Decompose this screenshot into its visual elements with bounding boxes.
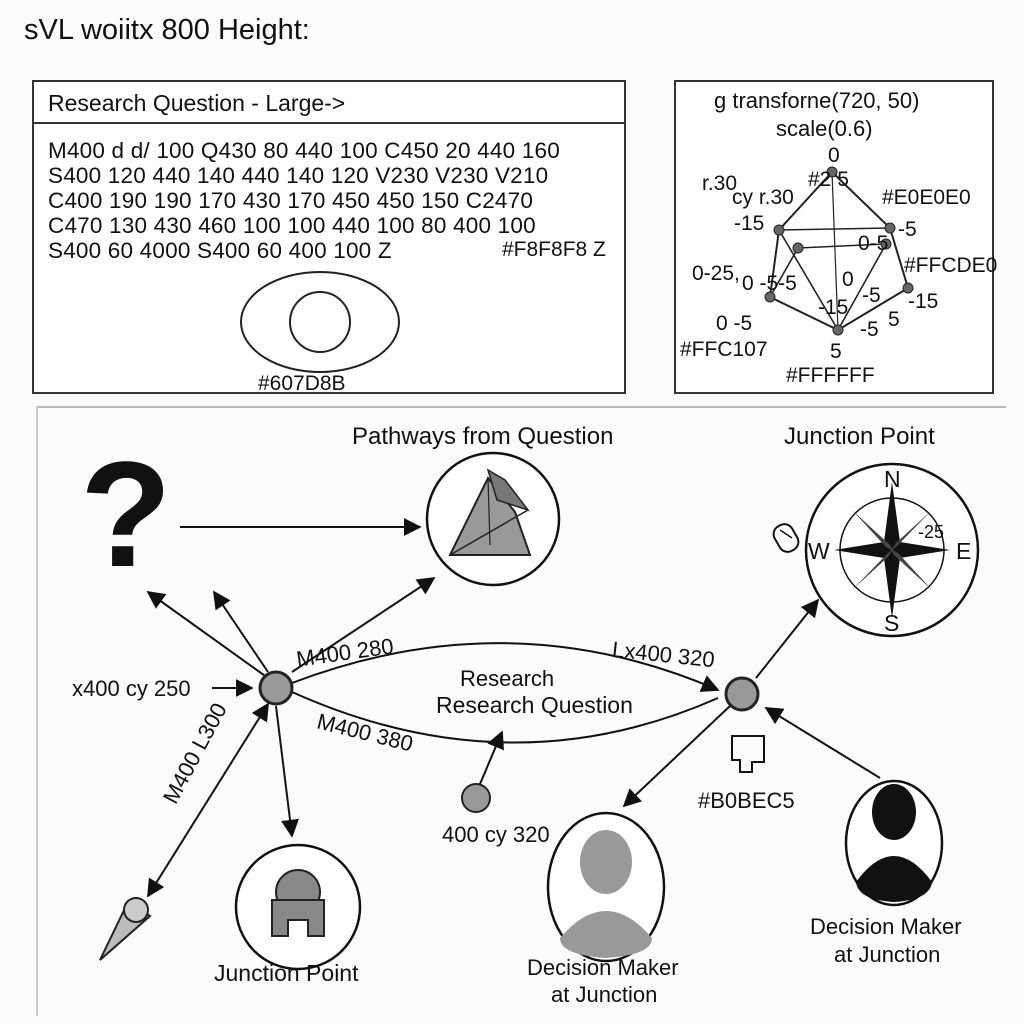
rp-ffffff: #FFFFFF	[786, 364, 875, 387]
lower-divider	[36, 406, 1006, 408]
compass-icon	[804, 462, 980, 638]
path-line-3: C400 190 190 170 430 170 450 450 150 C24…	[48, 188, 534, 213]
decision-right-line2: at Junction	[834, 942, 941, 967]
path-line-5: S400 60 4000 S400 60 400 100 Z	[48, 238, 392, 263]
eye-shape	[240, 271, 400, 373]
page-title: sVL woiitx 800 Height:	[24, 14, 310, 46]
rp-m15b: -15	[818, 296, 849, 319]
panel-header: Research Question - Large->	[34, 82, 624, 124]
person-left-icon	[546, 811, 666, 963]
question-mark-glyph: ?	[80, 430, 172, 598]
color-code-label: #B0BEC5	[698, 788, 795, 813]
polygon-icon	[425, 451, 561, 587]
pathways-title: Pathways from Question	[352, 423, 614, 450]
question-mark-icon: ?	[80, 430, 172, 598]
fill-label: #F8F8F8 Z	[502, 238, 606, 261]
junction-bottom-label: Junction Point	[214, 960, 359, 986]
path-line-4: C470 130 430 460 100 100 440 100 80 400 …	[48, 213, 536, 238]
compass-s: S	[884, 610, 900, 636]
rp-ffc: #FFCDE0	[904, 254, 998, 277]
research-question-panel: Research Question - Large-> M400 d d/ 10…	[32, 80, 626, 395]
rp-m5a: -5	[898, 218, 917, 241]
transform-label: g transforne(720, 50)	[714, 88, 920, 113]
person-right-icon	[844, 779, 944, 907]
junction-title: Junction Point	[784, 423, 935, 450]
compass-deg: -25	[918, 522, 945, 542]
rp-m15c: -15	[908, 290, 939, 313]
glyph-icon	[731, 735, 765, 773]
rp-ffc107: #FFC107	[680, 338, 768, 361]
right-node	[724, 676, 760, 712]
junction-shape-icon	[234, 843, 362, 971]
polygon-graph	[764, 166, 914, 336]
rp-zero-top: 0	[828, 144, 840, 167]
rp-m15a: -15	[734, 212, 765, 235]
path-line-2: S400 120 440 140 440 140 120 V230 V230 V…	[48, 163, 549, 188]
rp-z55: 0 -5-5	[742, 272, 797, 295]
rp-e0: #E0E0E0	[882, 186, 971, 209]
mouse-icon	[772, 523, 800, 553]
bottom-node	[461, 783, 491, 813]
rp-five-b: 5	[830, 340, 842, 363]
rp-z5a: 0-5	[858, 232, 889, 255]
color-label: #607D8B	[258, 372, 346, 395]
compass-e: E	[956, 538, 972, 564]
left-node	[258, 670, 294, 706]
rp-z25: 0-25,	[692, 262, 740, 285]
panel-title: Research Question - Large->	[48, 90, 346, 116]
decision-right-line1: Decision Maker	[810, 914, 962, 939]
lower-divider-left	[36, 406, 38, 1016]
decision-left-line2: at Junction	[551, 982, 658, 1007]
bottom-coord-label: 400 cy 320	[442, 822, 550, 847]
scale-label: scale(0.6)	[776, 116, 873, 141]
compass-n: N	[884, 466, 901, 492]
rp-zero-mid: 0	[842, 268, 854, 291]
rp-m5b: -5	[862, 284, 881, 307]
compass-w: W	[808, 538, 830, 564]
path-line-1: M400 d d/ 100 Q430 80 440 100 C450 20 44…	[48, 138, 560, 163]
rp-r30: r.30	[702, 172, 738, 195]
center-label-1: Research	[460, 666, 555, 691]
left-coord-label: x400 cy 250	[72, 676, 191, 701]
rp-z5b: 0 -5	[716, 312, 753, 335]
rp-cyr30: cy r.30	[732, 186, 794, 209]
rp-n25: #2 5	[808, 168, 849, 191]
decision-left-line1: Decision Maker	[527, 955, 679, 980]
rp-m5c: -5	[860, 318, 879, 341]
rp-five-a: 5	[888, 308, 900, 331]
center-label-2: Research Question	[436, 692, 633, 718]
cone-icon	[99, 897, 152, 961]
transform-panel: g transforne(720, 50) scale(0.6) 0 r.30 …	[674, 80, 998, 394]
